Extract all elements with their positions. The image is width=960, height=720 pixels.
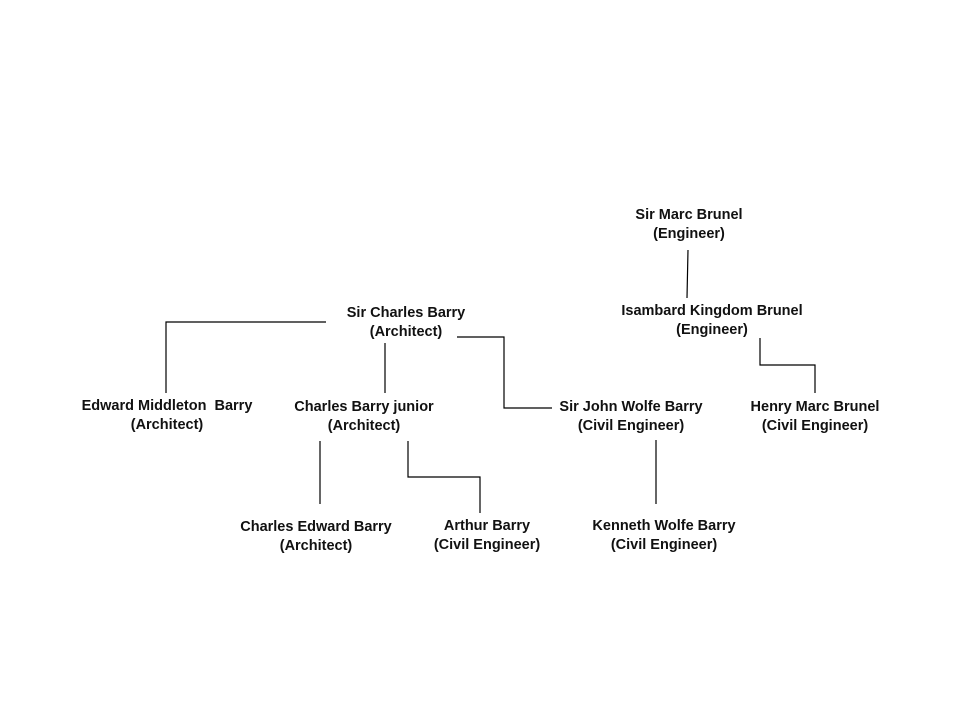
node-name: Isambard Kingdom Brunel bbox=[621, 303, 803, 319]
node-kenneth-wolfe-barry: Kenneth Wolfe Barry (Civil Engineer) bbox=[592, 517, 735, 555]
node-name: Charles Edward Barry bbox=[240, 519, 392, 535]
node-arthur-barry: Arthur Barry (Civil Engineer) bbox=[434, 517, 540, 555]
node-name: Kenneth Wolfe Barry bbox=[592, 518, 736, 534]
node-role: (Civil Engineer) bbox=[577, 418, 685, 434]
connector-junior-arthur bbox=[407, 441, 481, 513]
node-name: Sir Marc Brunel bbox=[635, 207, 743, 223]
node-role: (Architect) bbox=[369, 324, 443, 340]
node-role: (Civil Engineer) bbox=[610, 537, 718, 553]
node-sir-john-wolfe-barry: Sir John Wolfe Barry (Civil Engineer) bbox=[559, 398, 702, 436]
node-role: (Civil Engineer) bbox=[761, 418, 869, 434]
node-sir-marc-brunel: Sir Marc Brunel (Engineer) bbox=[635, 206, 742, 244]
node-isambard-kingdom-brunel: Isambard Kingdom Brunel (Engineer) bbox=[621, 302, 802, 340]
node-name: Sir Charles Barry bbox=[346, 305, 466, 321]
node-name: Sir John Wolfe Barry bbox=[559, 399, 703, 415]
connector-marc-isambard bbox=[686, 249, 689, 299]
node-role: (Civil Engineer) bbox=[433, 537, 541, 553]
node-role: (Architect) bbox=[279, 538, 353, 554]
node-name: Arthur Barry bbox=[443, 518, 531, 534]
node-edward-middleton-barry: Edward Middleton Barry (Architect) bbox=[82, 397, 253, 435]
connector-charles-edward bbox=[165, 321, 326, 393]
node-role: (Engineer) bbox=[653, 226, 725, 242]
node-role: (Engineer) bbox=[676, 322, 748, 338]
node-name: Edward Middleton Barry bbox=[81, 398, 253, 414]
node-name: Charles Barry junior bbox=[294, 399, 434, 415]
node-sir-charles-barry: Sir Charles Barry (Architect) bbox=[347, 304, 465, 342]
node-role: (Architect) bbox=[327, 418, 401, 434]
connector-isambard-henry bbox=[759, 338, 816, 393]
node-charles-edward-barry: Charles Edward Barry (Architect) bbox=[240, 518, 392, 556]
node-name: Henry Marc Brunel bbox=[750, 399, 880, 415]
connector-charles-john bbox=[457, 336, 552, 409]
node-henry-marc-brunel: Henry Marc Brunel (Civil Engineer) bbox=[751, 398, 880, 436]
node-charles-barry-junior: Charles Barry junior (Architect) bbox=[294, 398, 433, 436]
node-role: (Architect) bbox=[130, 417, 204, 433]
